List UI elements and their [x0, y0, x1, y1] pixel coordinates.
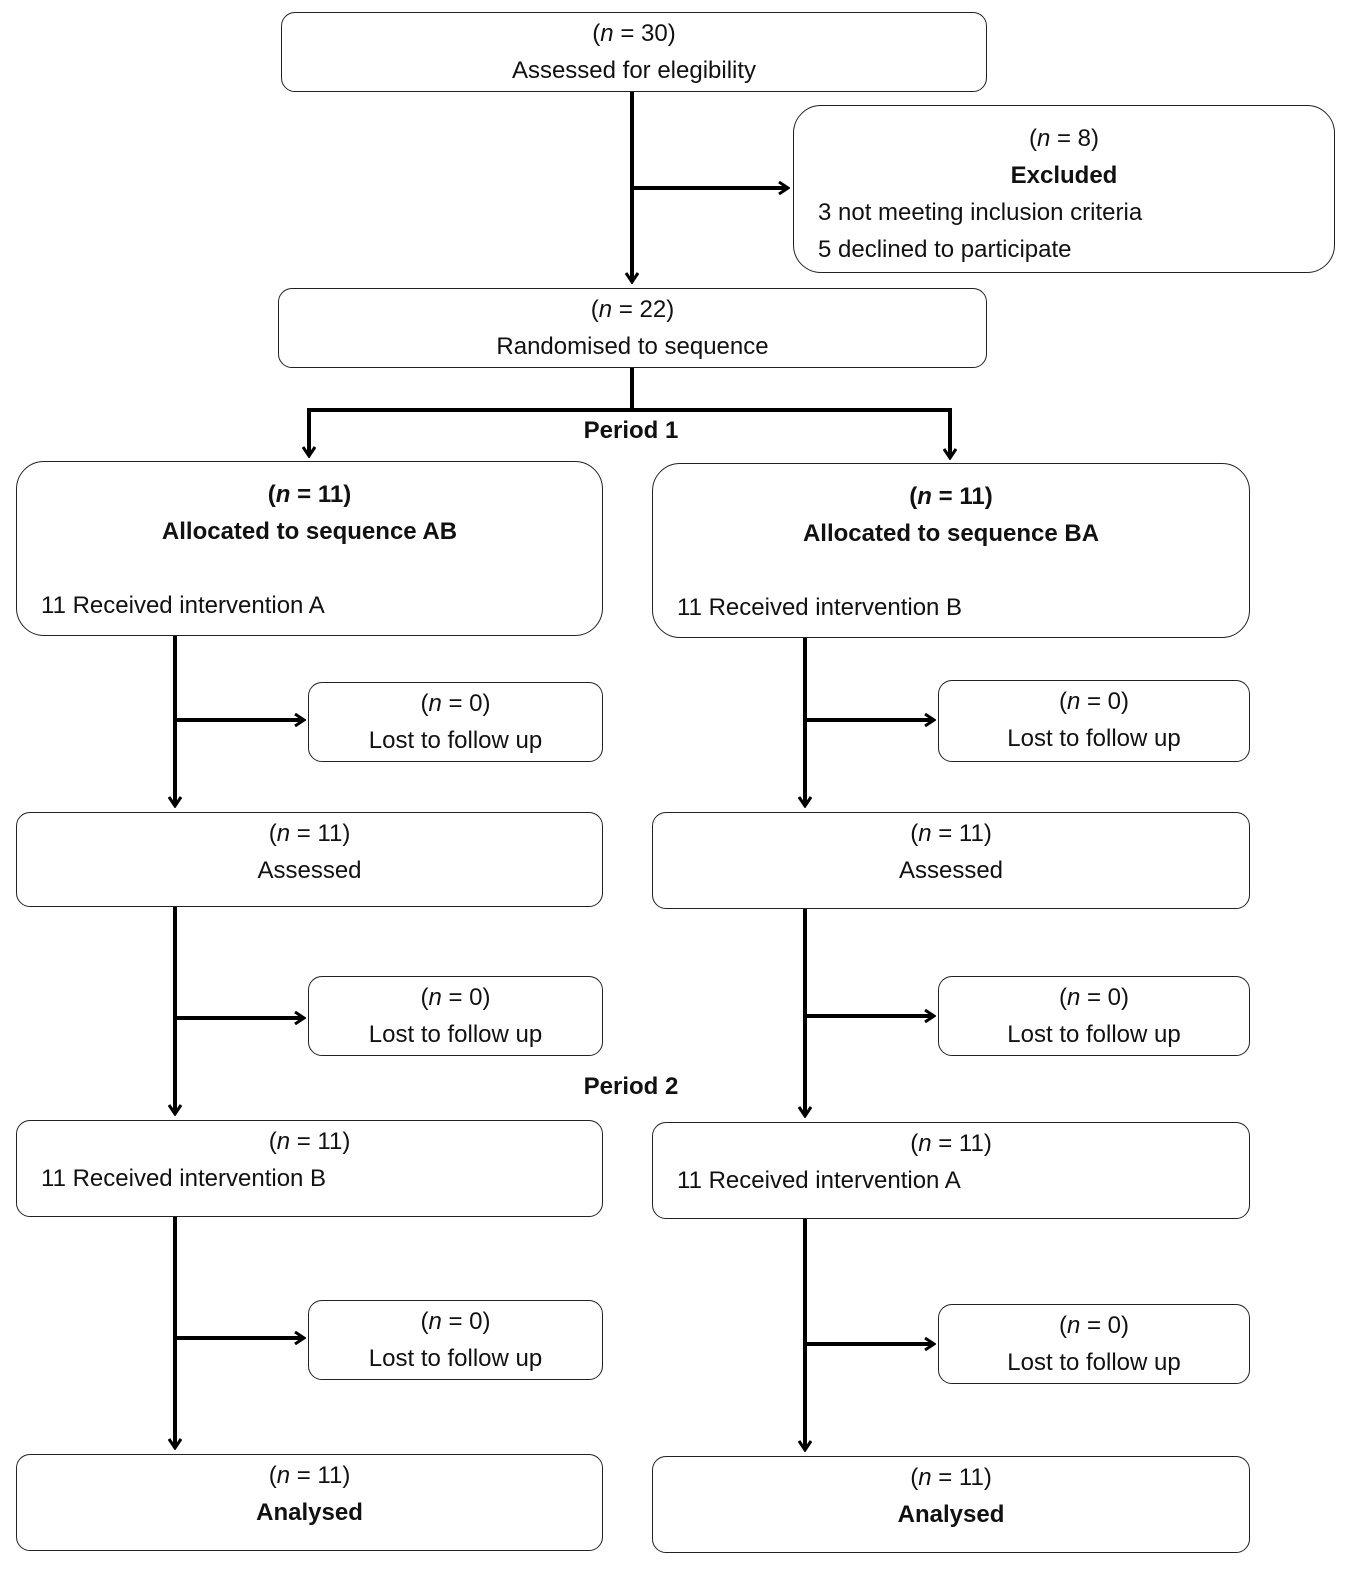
count-value: = 11)	[931, 1464, 992, 1491]
count-value: = 11)	[931, 483, 993, 510]
box-text	[653, 552, 1249, 589]
box-text: 11 Received intervention B	[677, 594, 963, 621]
box-text: Assessed	[257, 857, 362, 884]
count-value: = 11)	[931, 820, 992, 847]
n-symbol: n	[428, 1308, 442, 1335]
box-text: Lost to follow up	[1007, 1349, 1181, 1376]
box-text: Assessed for elegibility	[511, 57, 757, 84]
box-ab-lost-2: (n = 0) Lost to follow up	[308, 976, 603, 1056]
n-symbol: n	[598, 296, 613, 323]
box-text: Lost to follow up	[368, 1345, 543, 1372]
n-symbol: n	[918, 820, 932, 847]
count-value: = 0)	[1080, 688, 1130, 715]
box-text: Analysed	[897, 1501, 1005, 1528]
count-label: (n = 8)	[1028, 125, 1100, 152]
box-text: Excluded	[1010, 162, 1118, 189]
n-symbol: n	[275, 481, 291, 508]
box-text: Allocated to sequence BA	[802, 520, 1100, 547]
count-label: (n = 0)	[1058, 984, 1130, 1011]
count-label: (n = 0)	[1058, 688, 1130, 715]
count-label: (n = 0)	[420, 984, 491, 1011]
box-text: Randomised to sequence	[496, 333, 769, 360]
box-ab-lost-3: (n = 0) Lost to follow up	[308, 1300, 603, 1380]
box-ab-period2: (n = 11) 11 Received intervention B	[16, 1120, 603, 1217]
box-text	[17, 550, 602, 587]
count-value: = 0)	[441, 984, 491, 1011]
box-ab-lost-1: (n = 0) Lost to follow up	[308, 682, 603, 762]
box-text: Lost to follow up	[368, 727, 543, 754]
box-text: 5 declined to participate	[818, 236, 1072, 263]
n-symbol: n	[1036, 125, 1051, 152]
count-value: = 0)	[441, 1308, 491, 1335]
n-symbol: n	[428, 984, 442, 1011]
box-text: Lost to follow up	[1007, 725, 1181, 752]
box-text: Assessed	[898, 857, 1004, 884]
count-label: (n = 0)	[420, 690, 491, 717]
n-symbol: n	[1066, 1312, 1081, 1339]
count-value: = 8)	[1050, 125, 1100, 152]
count-value: = 11)	[931, 1130, 992, 1157]
count-label: (n = 0)	[420, 1308, 491, 1335]
n-symbol: n	[917, 483, 932, 510]
count-value: = 11)	[290, 1128, 351, 1155]
n-symbol: n	[918, 1464, 932, 1491]
n-symbol: n	[428, 690, 442, 717]
count-value: = 11)	[290, 481, 352, 508]
count-value: = 30)	[613, 20, 676, 47]
box-randomised: (n = 22) Randomised to sequence	[278, 288, 987, 368]
n-symbol: n	[600, 20, 614, 47]
box-text: 3 not meeting inclusion criteria	[818, 199, 1143, 226]
n-symbol: n	[1066, 984, 1081, 1011]
box-allocated-ab: (n = 11) Allocated to sequence AB 11 Rece…	[16, 461, 603, 636]
box-text: Lost to follow up	[1007, 1021, 1181, 1048]
box-text: 11 Received intervention B	[41, 1165, 327, 1192]
box-allocated-ba: (n = 11) Allocated to sequence BA 11 Rece…	[652, 463, 1250, 638]
count-label: (n = 11)	[268, 820, 351, 847]
box-text: 11 Received intervention A	[41, 592, 325, 619]
n-symbol: n	[276, 1462, 291, 1489]
box-ba-lost-2: (n = 0) Lost to follow up	[938, 976, 1250, 1056]
count-label: (n = 11)	[910, 1130, 992, 1157]
count-label: (n = 11)	[909, 483, 993, 510]
box-ab-analysed: (n = 11) Analysed	[16, 1454, 603, 1551]
count-label: (n = 0)	[1058, 1312, 1130, 1339]
box-text: Analysed	[256, 1499, 363, 1526]
n-symbol: n	[276, 1128, 291, 1155]
box-ba-assessed: (n = 11) Assessed	[652, 812, 1250, 909]
n-symbol: n	[1066, 688, 1081, 715]
count-label: (n = 22)	[590, 296, 675, 323]
box-assessed-eligibility: (n = 30) Assessed for elegibility	[281, 12, 987, 92]
count-value: = 0)	[1080, 1312, 1130, 1339]
box-ba-lost-1: (n = 0) Lost to follow up	[938, 680, 1250, 762]
box-excluded: (n = 8) Excluded 3 not meeting inclusion c…	[793, 105, 1335, 273]
count-label: (n = 11)	[910, 820, 992, 847]
box-text: Allocated to sequence AB	[161, 518, 458, 545]
count-label: (n = 11)	[268, 1462, 351, 1489]
box-ab-assessed: (n = 11) Assessed	[16, 812, 603, 907]
count-value: = 22)	[612, 296, 675, 323]
count-value: = 0)	[1080, 984, 1130, 1011]
box-ba-period2: (n = 11) 11 Received intervention A	[652, 1122, 1250, 1219]
box-ba-analysed: (n = 11) Analysed	[652, 1456, 1250, 1553]
period-2-label: Period 2	[583, 1073, 679, 1100]
box-text: 11 Received intervention A	[677, 1167, 961, 1194]
period-1-label: Period 1	[583, 417, 679, 444]
count-value: = 11)	[290, 820, 351, 847]
count-value: = 11)	[290, 1462, 351, 1489]
count-label: (n = 11)	[910, 1464, 992, 1491]
n-symbol: n	[918, 1130, 932, 1157]
box-text: Lost to follow up	[368, 1021, 543, 1048]
box-ba-lost-3: (n = 0) Lost to follow up	[938, 1304, 1250, 1384]
n-symbol: n	[276, 820, 291, 847]
count-value: = 0)	[441, 690, 491, 717]
count-label: (n = 11)	[268, 1128, 351, 1155]
count-label: (n = 11)	[267, 481, 352, 508]
count-label: (n = 30)	[592, 20, 676, 47]
